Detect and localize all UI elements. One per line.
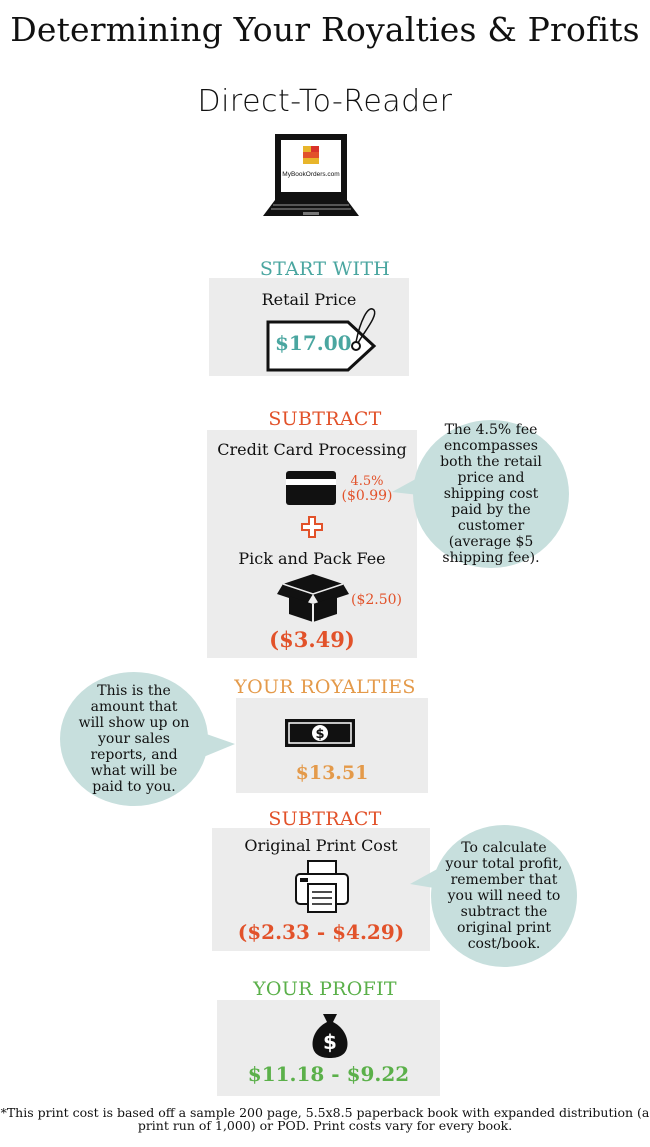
print-cost-label: Original Print Cost [244,836,398,855]
money-bag-icon: $ [312,1014,348,1058]
shipping-box-icon [277,574,349,622]
print-cost-note-bubble: To calculate your total profit, remember… [431,825,577,967]
pick-pack-amount: ($2.50) [351,592,403,608]
dollar-bill-icon: $ [285,719,355,747]
subtract-fees-box: Credit Card Processing 4.5% ($0.99) Pick… [207,430,417,658]
printer-icon [295,860,349,913]
price-tag-icon [266,308,377,372]
fee-note-bubble: The 4.5% fee encompasses both the retail… [413,420,569,568]
royalties-box: $ $13.51 [236,698,428,793]
cc-percent: 4.5% [350,474,384,489]
credit-card-icon [286,471,336,505]
retail-price-value: $17.00 [275,331,352,355]
print-cost-box: Original Print Cost ($2.33 - $4.29) [212,828,430,951]
retail-price-label: Retail Price [261,290,357,309]
subtract-heading-1: SUBTRACT [268,408,382,430]
fees-total: ($3.49) [269,627,355,652]
laptop-screen-text: MyBookOrders.com [282,171,339,178]
start-heading: START WITH [259,258,391,280]
start-box: Retail Price $17.00 [209,278,409,376]
svg-text:$: $ [315,727,324,742]
laptop-icon: MyBookOrders.com [263,134,359,216]
pick-pack-label: Pick and Pack Fee [238,549,386,568]
subtract-heading-2: SUBTRACT [268,808,382,830]
page-subtitle: Direct-To-Reader [197,84,453,119]
footnote: *This print cost is based off a sample 2… [0,1105,650,1133]
profit-heading: YOUR PROFIT [253,978,397,1000]
profit-box: $ $11.18 - $9.22 [217,1000,440,1096]
royalties-amount: $13.51 [295,762,369,784]
credit-card-label: Credit Card Processing [217,440,407,459]
profit-amount: $11.18 - $9.22 [247,1062,410,1086]
cc-amount: ($0.99) [341,488,393,504]
print-cost-amount: ($2.33 - $4.29) [237,920,405,944]
royalties-heading: YOUR ROYALTIES [234,676,416,698]
cc-fee: 4.5% ($0.99) [339,474,395,504]
svg-text:$: $ [323,1030,337,1054]
royalties-note-bubble: This is the amount that will show up on … [60,672,208,806]
plus-icon [301,516,323,538]
page-title: Determining Your Royalties & Profits [10,10,640,49]
